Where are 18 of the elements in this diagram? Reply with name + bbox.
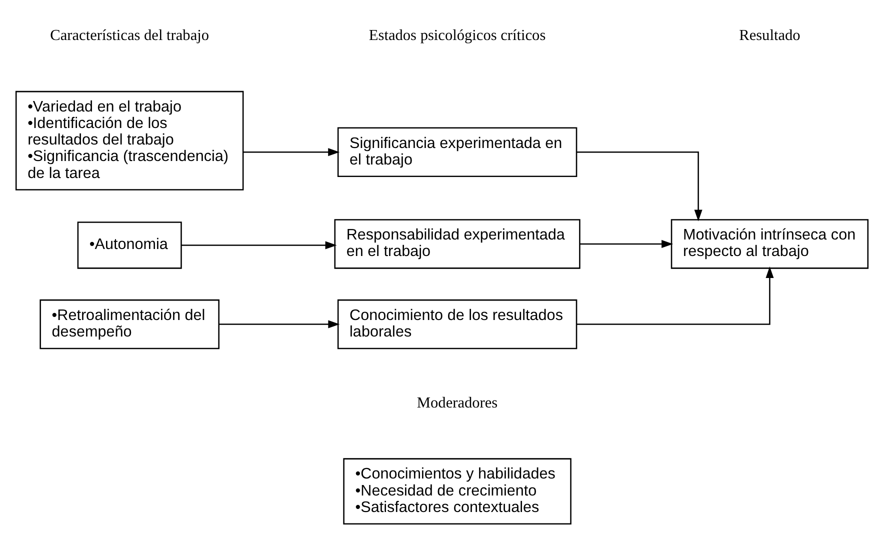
node-box: •Variedad en el trabajo •Identificación de los resultados del trabajo •Significancia (trascendencia) de la tarea [14, 90, 244, 190]
node-box: Conocimiento de los resultados laborales [336, 299, 577, 350]
arrow [218, 320, 340, 328]
arrow [576, 152, 702, 222]
node-box: •Autonomia [76, 222, 182, 269]
node-box: •Retroalimentación del desempeño [39, 299, 219, 350]
label: Moderadores [416, 394, 498, 412]
label: Características del trabajo [50, 27, 209, 44]
node-box: Significancia experimentada en el trabajo [336, 127, 577, 177]
arrow [579, 240, 673, 248]
arrow [576, 266, 774, 325]
node-box: •Conocimientos y habilidades •Necesidad de crecimiento •Satisfactores contextuales [342, 458, 571, 524]
node-box: Motivación intrínseca con respecto al trabajo [670, 219, 868, 269]
arrow [242, 148, 340, 156]
arrow [181, 241, 336, 250]
node-box: Responsabilidad experimentada en el trabajo [334, 219, 580, 269]
label: Resultado [738, 27, 800, 44]
label: Estados psicológicos críticos [368, 27, 546, 44]
